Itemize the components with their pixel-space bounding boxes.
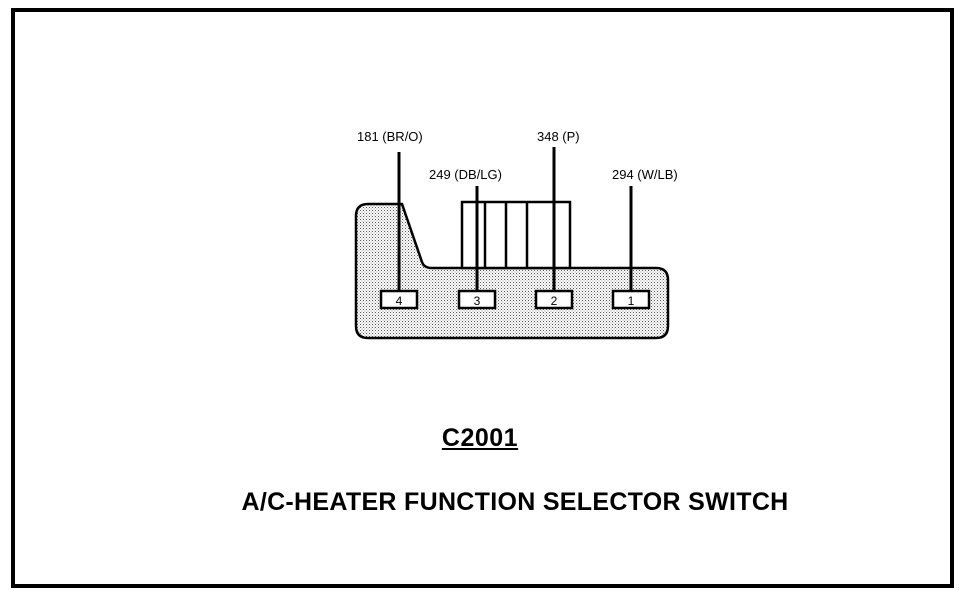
connector-latch — [460, 200, 572, 270]
pin-number-4: 4 — [396, 294, 403, 308]
wire-label-pin-4: 181 (BR/O) — [357, 129, 423, 144]
wire-pin-3: 249 (DB/LG) 3 — [429, 167, 502, 310]
connector-id: C2001 — [441, 424, 519, 452]
pin-number-3: 3 — [474, 294, 481, 308]
wire-label-pin-2: 348 (P) — [537, 129, 580, 144]
wire-pin-4: 181 (BR/O) 4 — [357, 129, 423, 310]
pin-number-1: 1 — [628, 294, 635, 308]
diagram-frame — [11, 8, 954, 588]
wire-pin-2: 348 (P) 2 — [534, 129, 580, 310]
wire-pin-1: 294 (W/LB) 1 — [611, 167, 678, 310]
connector-name: A/C-HEATER FUNCTION SELECTOR SWITCH — [241, 488, 789, 516]
wire-label-pin-3: 249 (DB/LG) — [429, 167, 502, 182]
pin-4-terminal — [379, 289, 419, 310]
pin-3-terminal — [457, 289, 497, 310]
pin-2-terminal — [534, 289, 574, 310]
pin-number-2: 2 — [551, 294, 558, 308]
wire-label-pin-1: 294 (W/LB) — [612, 167, 678, 182]
connector-housing — [354, 202, 670, 340]
pin-1-terminal — [611, 289, 651, 310]
